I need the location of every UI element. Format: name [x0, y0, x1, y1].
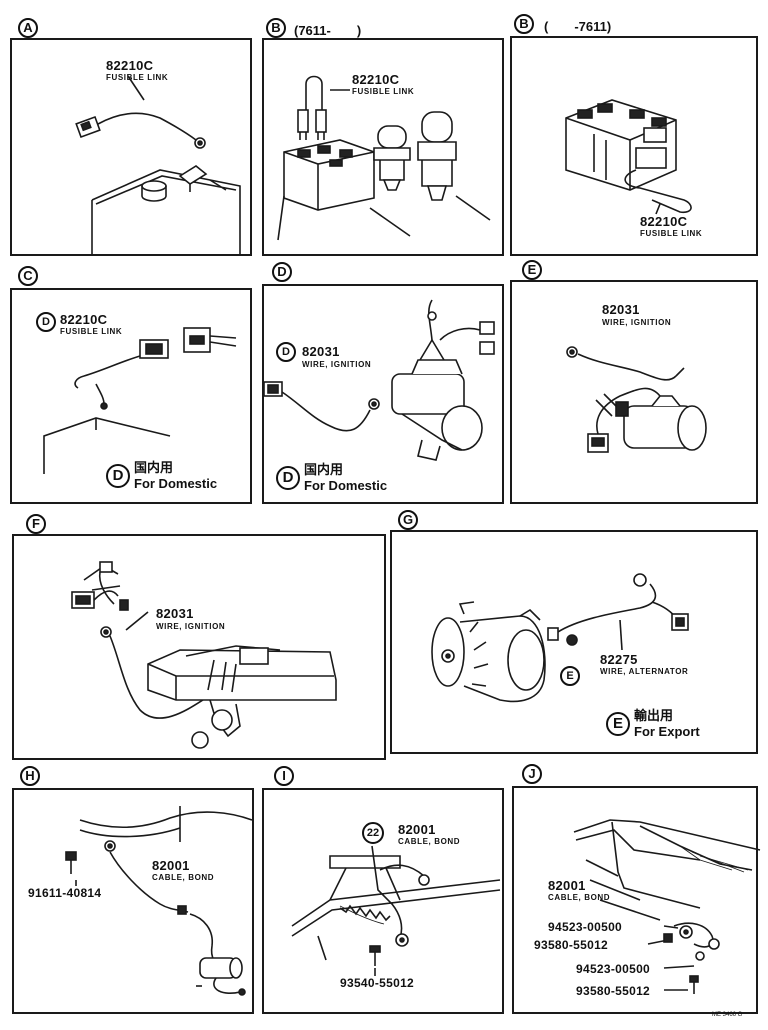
panel-b2-tag: B — [514, 14, 534, 34]
socket-drawing — [277, 111, 491, 241]
part-name-wire-ignition: WIRE, IGNITION — [156, 622, 226, 631]
screw-drawing — [663, 933, 705, 994]
export-note-tag: E — [606, 712, 630, 736]
panel-b1-tag: B — [266, 18, 286, 38]
domestic-marker: D — [36, 312, 56, 332]
part-name-cable-bond: CABLE, BOND — [548, 893, 611, 902]
serial-range-to: ( -7611) — [544, 19, 612, 34]
part-name-wire-alternator: WIRE, ALTERNATOR — [600, 667, 689, 676]
ignition-coil-drawing — [615, 395, 707, 451]
bond-cable-drawing — [647, 922, 720, 950]
washer-part-number: 94523-00500 — [576, 962, 651, 976]
panel-a — [10, 38, 252, 256]
domestic-note-jp: 国内用 — [134, 460, 174, 475]
drawing-reference: ME 3466 G — [712, 1012, 743, 1018]
serial-range-from: (7611- ) — [294, 23, 362, 38]
part-number-82001: 82001 — [548, 878, 586, 893]
part-name-fusible-link: FUSIBLE LINK — [352, 87, 415, 96]
panel-c-tag: C — [18, 266, 38, 286]
ignition-wire-drawing — [566, 346, 685, 453]
panel-i — [262, 788, 504, 1014]
bond-cable-drawing — [371, 845, 430, 947]
part-name-cable-bond: CABLE, BOND — [152, 873, 215, 882]
part-number-82210c: 82210C — [640, 214, 688, 229]
bolt-part-number: 91611-40814 — [28, 886, 102, 900]
body-panel-drawing — [573, 819, 761, 921]
domestic-note-tag: D — [106, 464, 130, 488]
part-number-82031: 82031 — [602, 302, 640, 317]
panel-d-tag: D — [272, 262, 292, 282]
loop-fusible-link-drawing — [297, 75, 350, 140]
bond-cable-drawing — [79, 806, 253, 996]
domestic-note-en: For Domestic — [134, 476, 218, 491]
spring-drawing — [339, 904, 391, 922]
panel-j-tag: J — [522, 764, 542, 784]
part-name-fusible-link: FUSIBLE LINK — [106, 73, 169, 82]
export-note-en: For Export — [634, 724, 700, 739]
alternator-wire-drawing — [547, 573, 689, 651]
screw-part-number: 93580-55012 — [576, 984, 651, 998]
domestic-marker: D — [276, 342, 296, 362]
fusible-link-drawing — [74, 327, 237, 410]
battery-drawing — [43, 417, 171, 474]
domestic-note-en: For Domestic — [304, 478, 388, 493]
bolt-part-number: 93540-55012 — [340, 976, 415, 990]
fusible-link-drawing — [75, 75, 206, 149]
panel-e-tag: E — [522, 260, 542, 280]
panel-c — [10, 288, 252, 504]
part-name-fusible-link: FUSIBLE LINK — [60, 327, 123, 336]
panel-g-tag: G — [398, 510, 418, 530]
part-number-82031: 82031 — [156, 606, 194, 621]
part-name-cable-bond: CABLE, BOND — [398, 837, 461, 846]
callout-22: 22 — [362, 822, 384, 844]
part-number-82210c: 82210C — [106, 58, 154, 73]
panel-i-tag: I — [274, 766, 294, 786]
panel-j — [512, 786, 758, 1014]
wire-harness-drawing — [71, 561, 129, 611]
screw-part-number: 93580-55012 — [534, 938, 609, 952]
panel-e — [510, 280, 758, 504]
part-number-82275: 82275 — [600, 652, 638, 667]
domestic-note-tag: D — [276, 466, 300, 490]
part-name-wire-ignition: WIRE, IGNITION — [602, 318, 672, 327]
bolt-drawing — [369, 945, 381, 976]
alternator-drawing — [431, 601, 546, 703]
ignition-wire-drawing — [263, 381, 380, 432]
domestic-note-jp: 国内用 — [304, 462, 344, 477]
export-note-jp: 輸出用 — [634, 708, 674, 723]
panel-f-tag: F — [26, 514, 46, 534]
part-name-fusible-link: FUSIBLE LINK — [640, 229, 703, 238]
relay-block-drawing — [283, 139, 375, 211]
part-number-82210c: 82210C — [352, 72, 400, 87]
ignition-wire-drawing — [100, 611, 207, 719]
part-number-82031: 82031 — [302, 344, 340, 359]
part-number-82001: 82001 — [398, 822, 436, 837]
fuse-block-drawing — [565, 99, 677, 191]
panel-a-tag: A — [18, 18, 38, 38]
washer-part-number: 94523-00500 — [548, 920, 623, 934]
ignition-coil-drawing — [391, 299, 495, 461]
part-name-wire-ignition: WIRE, IGNITION — [302, 360, 372, 369]
export-marker: E — [560, 666, 580, 686]
battery-drawing — [91, 165, 241, 256]
panel-f — [12, 534, 386, 760]
part-number-82001: 82001 — [152, 858, 190, 873]
loop-fusible-link-drawing — [624, 169, 692, 215]
frame-drawing — [291, 855, 501, 961]
bolt-drawing — [65, 851, 77, 886]
panel-h-tag: H — [20, 766, 40, 786]
part-number-82210c: 82210C — [60, 312, 108, 327]
engine-drawing — [147, 645, 337, 749]
